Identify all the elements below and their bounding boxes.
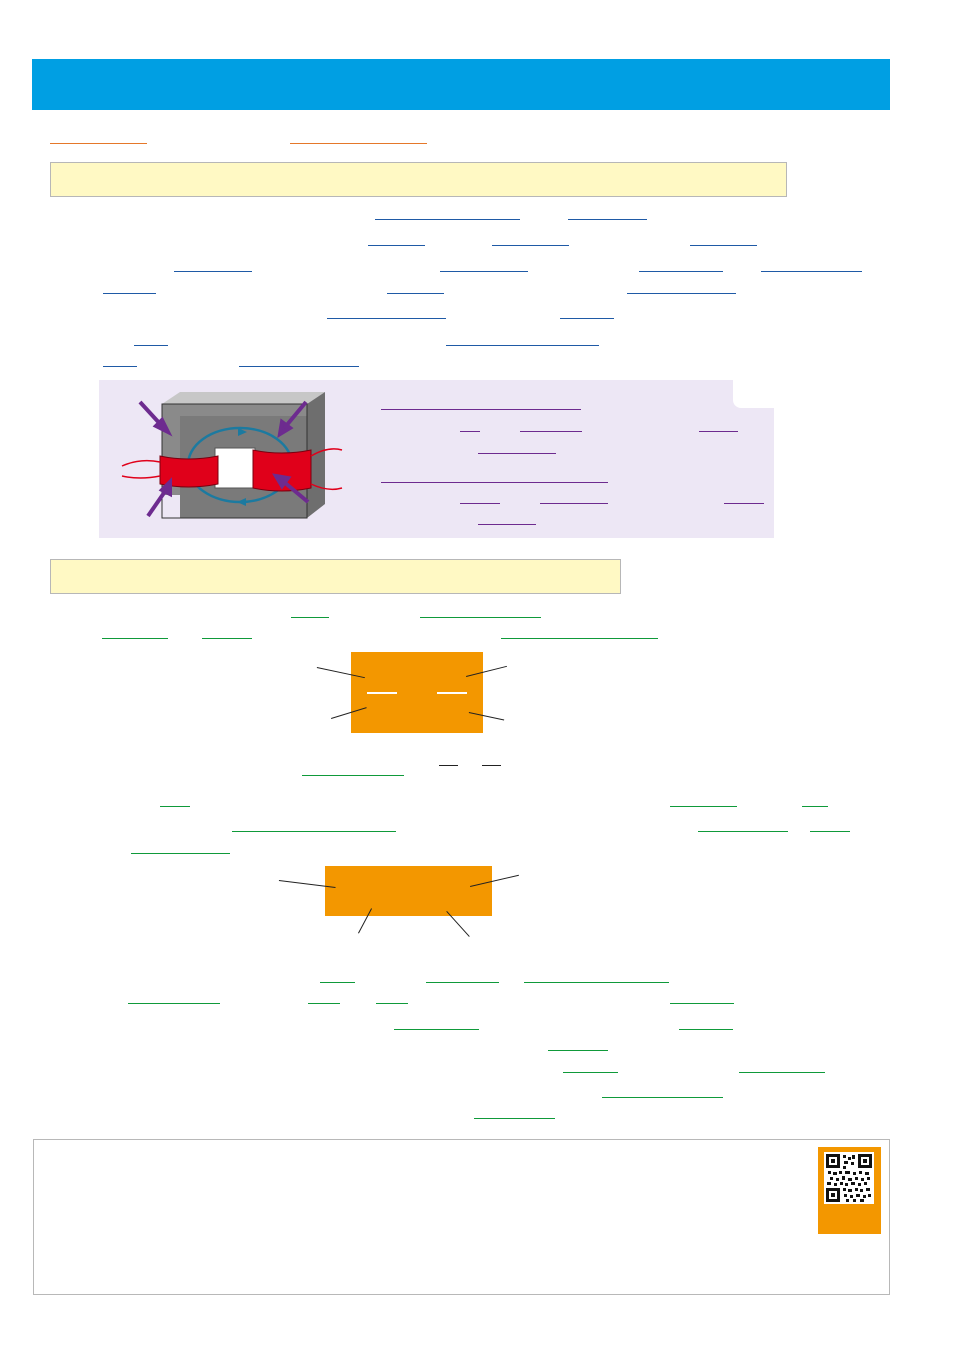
fill-in-blank [761,271,862,272]
fill-in-blank [690,245,757,246]
fill-in-blank [102,638,168,639]
fill-in-blank [426,982,499,983]
fill-in-blank [50,143,147,144]
fill-in-blank [563,1072,618,1073]
fill-in-blank [376,1003,408,1004]
eddy-current-arrows-icon [138,400,310,518]
section-heading-box [50,559,621,594]
secondary-coil-icon [252,448,343,492]
fraction-bar [367,692,397,694]
fill-in-blank [679,1029,733,1030]
fill-in-blank [460,431,480,432]
fill-in-blank [174,271,252,272]
panel-notch [733,380,774,408]
fill-in-blank [103,293,156,294]
fill-in-blank [440,271,528,272]
qr-code-icon[interactable] [826,1154,872,1202]
fill-in-blank [492,245,569,246]
fill-in-blank [290,143,427,144]
fill-in-blank [387,293,444,294]
fill-in-blank [103,366,137,367]
primary-coil-icon [121,455,219,488]
fill-in-blank [699,431,738,432]
fill-in-blank [394,1029,479,1030]
fill-in-blank [291,617,329,618]
fill-in-blank [381,409,581,410]
fill-in-blank [239,366,359,367]
fill-in-blank [474,1118,555,1119]
fraction-bar [437,692,467,694]
fill-in-blank [420,617,541,618]
fill-in-blank [520,431,582,432]
fraction-bar [482,765,501,766]
fill-in-blank [670,1003,734,1004]
fill-in-blank [810,831,850,832]
fill-in-blank [302,775,404,776]
fill-in-blank [540,503,608,504]
fill-in-blank [478,524,536,525]
fill-in-blank [698,831,788,832]
fill-in-blank [320,982,355,983]
fill-in-blank [375,219,520,220]
fill-in-blank [501,638,658,639]
fill-in-blank [160,806,190,807]
fill-in-blank [602,1097,723,1098]
fill-in-blank [232,831,396,832]
fill-in-blank [460,503,500,504]
footer-box [33,1139,890,1295]
fill-in-blank [724,503,764,504]
fill-in-blank [446,345,599,346]
header-bar [32,59,890,110]
fraction-bar [439,765,458,766]
fill-in-blank [134,345,168,346]
fill-in-blank [560,318,614,319]
fill-in-blank [327,318,446,319]
fill-in-blank [128,1003,220,1004]
fill-in-blank [739,1072,825,1073]
fill-in-blank [131,853,230,854]
fill-in-blank [202,638,252,639]
transformer-core-figure [121,392,343,519]
fill-in-blank [670,806,737,807]
voltage-ratio-formula-box [351,652,483,733]
fill-in-blank [478,453,556,454]
fill-in-blank [524,982,669,983]
fill-in-blank [639,271,723,272]
fill-in-blank [627,293,736,294]
fill-in-blank [308,1003,340,1004]
fill-in-blank [368,245,425,246]
fill-in-blank [548,1050,608,1051]
fill-in-blank [381,482,608,483]
section-heading-box [50,162,787,197]
fill-in-blank [568,219,647,220]
fill-in-blank [802,806,828,807]
current-ratio-formula-box [325,866,492,916]
